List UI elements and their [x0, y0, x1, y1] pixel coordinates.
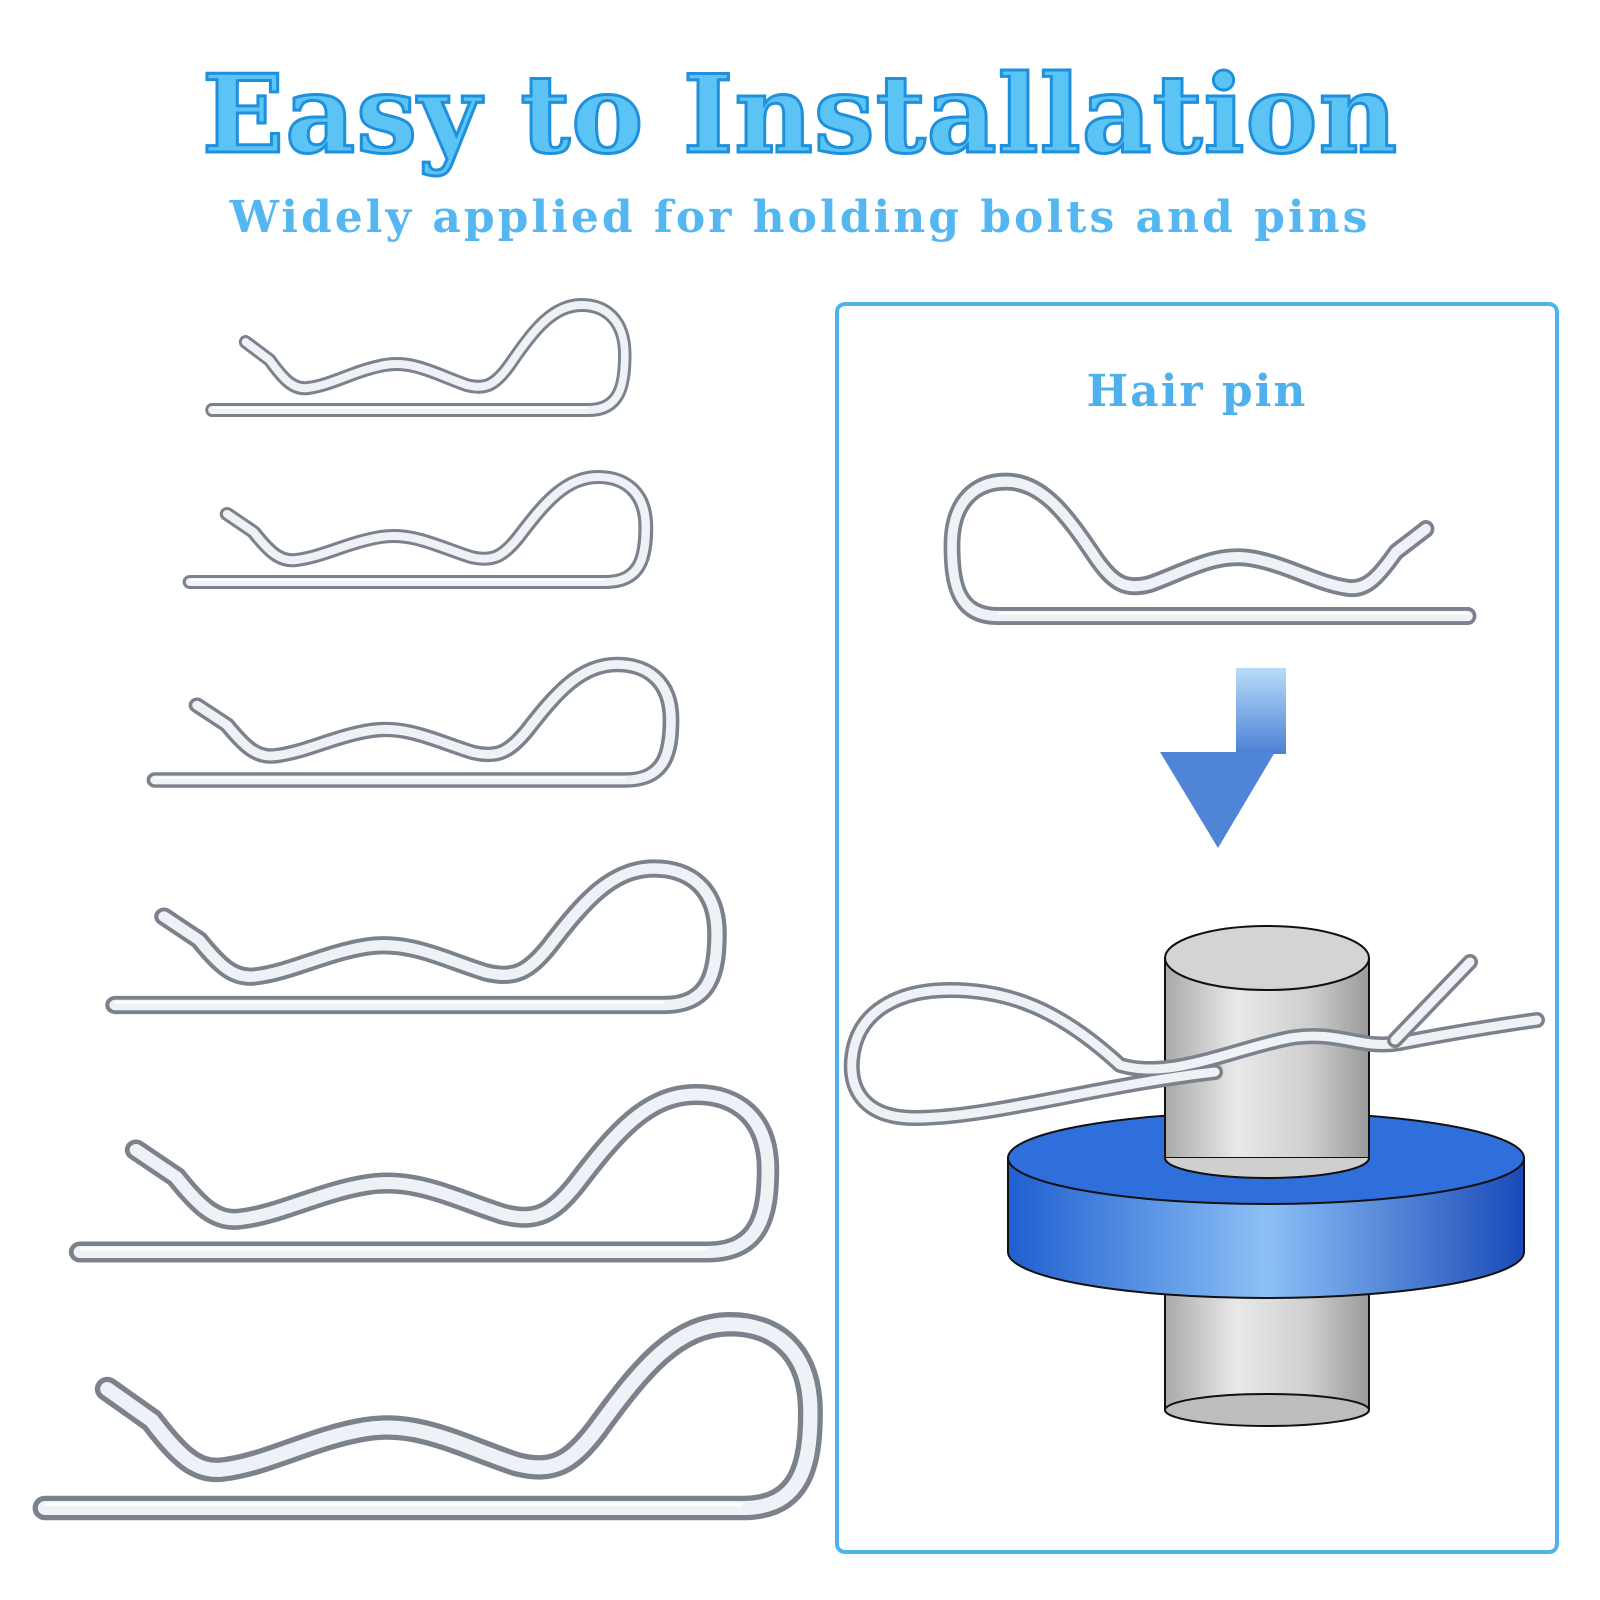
installed-hair-pin	[843, 954, 1545, 1126]
hair-pin-clip-2	[190, 477, 646, 582]
page-title: Easy to Installation	[200, 51, 1399, 180]
hair-pin-clip-5	[80, 1095, 768, 1253]
panel-title: Hair pin	[1086, 366, 1308, 417]
hair-pin-clip-6	[45, 1324, 810, 1508]
down-arrow-icon	[1160, 668, 1286, 848]
installation-panel: Hair pin	[835, 302, 1559, 1554]
hair-pin-clip-4	[115, 869, 717, 1006]
hair-pin-clip-1	[212, 305, 625, 410]
hair-pin-clip-3	[155, 665, 671, 781]
page-subtitle: Widely applied for holding bolts and pin…	[229, 192, 1371, 243]
